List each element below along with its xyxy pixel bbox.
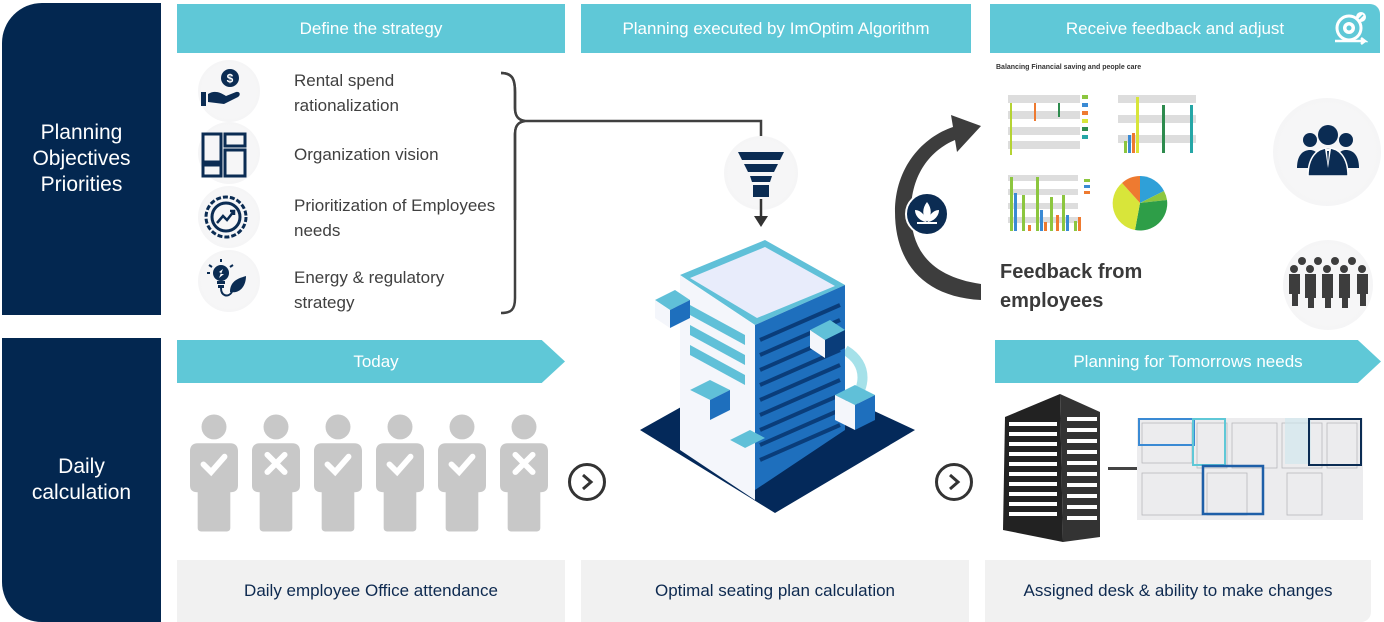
icon-circle <box>198 250 260 312</box>
chevron-right-icon <box>582 473 594 491</box>
header-text: Today <box>353 351 399 371</box>
hand-dollar-icon: $ <box>201 69 240 106</box>
employee-present <box>314 414 362 532</box>
dashboard-title: Balancing Financial saving and people ca… <box>996 64 1142 71</box>
footer-text: Assigned desk & ability to make changes <box>1023 581 1333 600</box>
bulb-leaf-icon <box>207 259 246 297</box>
icon-circle <box>198 122 260 184</box>
row-label-planning-objectives: Planning Objectives Priorities <box>2 3 161 315</box>
funnel-icon <box>738 152 784 227</box>
rating-chart <box>1008 175 1090 231</box>
header-tomorrow: Planning for Tomorrows needs <box>995 340 1381 383</box>
footer-text: Daily employee Office attendance <box>244 581 498 600</box>
objective-energy-regulatory: Energy & regulatory strategy <box>294 268 445 312</box>
next-step-chevron-2[interactable] <box>935 463 973 501</box>
header-receive-feedback: Receive feedback and adjust <box>990 4 1380 53</box>
employee-present <box>438 414 486 532</box>
business-team-icon <box>1297 125 1359 176</box>
feedback-dashboard-thumbnail: Balancing Financial saving and people ca… <box>990 60 1210 240</box>
objective-organization-vision: Organization vision <box>294 145 439 164</box>
check-icon <box>448 453 476 477</box>
header-text: Planning executed by ImOptim Algorithm <box>622 18 930 38</box>
connector-line <box>1108 467 1138 470</box>
objective-rental-spend: Rental spend rationalization <box>294 71 399 115</box>
footer-optimal-seating: Optimal seating plan calculation <box>581 560 969 622</box>
header-define-strategy: Define the strategy <box>177 4 565 53</box>
feedback-from-employees-label: Feedback from employees <box>1000 261 1143 312</box>
row-label-text: Daily calculation <box>31 455 132 504</box>
header-text: Receive feedback and adjust <box>1065 18 1285 38</box>
check-icon <box>200 453 228 477</box>
footer-daily-attendance: Daily employee Office attendance <box>177 560 565 622</box>
x-icon <box>512 451 536 475</box>
check-icon <box>324 453 352 477</box>
employee-present <box>376 414 424 532</box>
savings-chart <box>1008 95 1088 155</box>
solutions-pie <box>1112 176 1168 231</box>
employee-absent <box>500 414 548 532</box>
dashboard-charts <box>1008 95 1196 231</box>
building-illustration <box>640 240 915 513</box>
growth-gear-icon <box>204 195 248 239</box>
check-icon <box>386 453 414 477</box>
x-icon <box>264 451 288 475</box>
header-text: Define the strategy <box>299 18 443 38</box>
gear-refresh-icon <box>1335 12 1368 45</box>
scanned-building-image <box>1000 394 1100 542</box>
header-text: Planning for Tomorrows needs <box>1073 351 1303 371</box>
header-today: Today <box>177 340 565 383</box>
issues-chart <box>1118 95 1196 153</box>
curly-brace <box>500 71 525 315</box>
layout-grid-icon <box>201 132 247 178</box>
employee-absent <box>252 414 300 532</box>
lotus-icon <box>905 192 949 236</box>
brace-connector <box>500 71 763 220</box>
row-label-text: Planning Objectives Priorities <box>32 121 131 196</box>
chevron-right-icon <box>949 473 961 491</box>
footer-assigned-desk: Assigned desk & ability to make changes <box>985 560 1371 622</box>
employee-present <box>190 414 238 532</box>
footer-text: Optimal seating plan calculation <box>654 581 896 600</box>
feedback-loop-arrow <box>895 115 981 300</box>
objective-prioritization: Prioritization of Employees needs <box>294 196 496 240</box>
row-label-daily-calculation: Daily calculation <box>2 338 161 622</box>
floor-plan-image <box>1137 418 1363 520</box>
icon-circle <box>724 136 798 210</box>
employees-crowd-icon <box>1289 257 1368 308</box>
svg-text:$: $ <box>227 72 234 86</box>
header-planning-algorithm: Planning executed by ImOptim Algorithm <box>581 4 971 53</box>
next-step-chevron-1[interactable] <box>568 463 606 501</box>
